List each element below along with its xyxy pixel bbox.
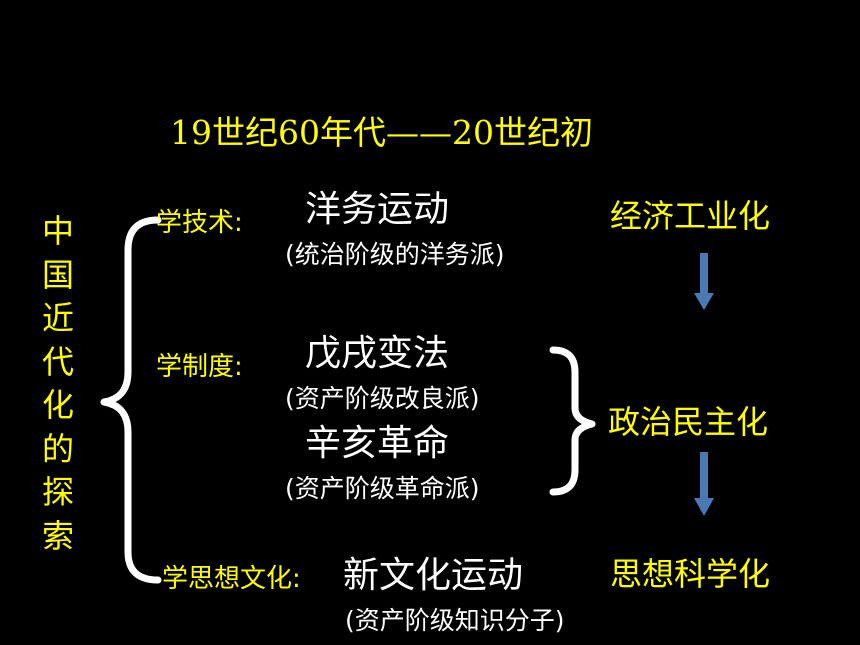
left-brace [100, 216, 162, 584]
movement-revolution: 辛亥革命 [305, 423, 450, 464]
outcome-thought: 思想科学化 [610, 555, 771, 593]
outcome-economy: 经济工业化 [610, 197, 771, 235]
row-label-institutions: 学制度: [156, 352, 243, 382]
page-title: 19世纪60年代——20世纪初 [170, 113, 593, 152]
movement-reform: 戊戌变法 [305, 333, 450, 374]
outcome-politics: 政治民主化 [608, 403, 769, 441]
vertical-title: 中国近代化的探索 [41, 212, 74, 555]
group-new-culture: (资产阶级知识分子) [345, 606, 565, 635]
movement-westernization: 洋务运动 [305, 189, 450, 230]
down-arrow [694, 452, 714, 516]
group-westernization: (统治阶级的洋务派) [285, 240, 505, 269]
row-label-technology: 学技术: [156, 208, 243, 238]
movement-new-culture: 新文化运动 [343, 555, 524, 596]
right-brace [549, 346, 596, 496]
group-reform: (资产阶级改良派) [285, 384, 480, 413]
group-revolution: (资产阶级革命派) [285, 474, 480, 503]
down-arrow [694, 253, 714, 310]
row-label-culture: 学思想文化: [162, 564, 301, 594]
